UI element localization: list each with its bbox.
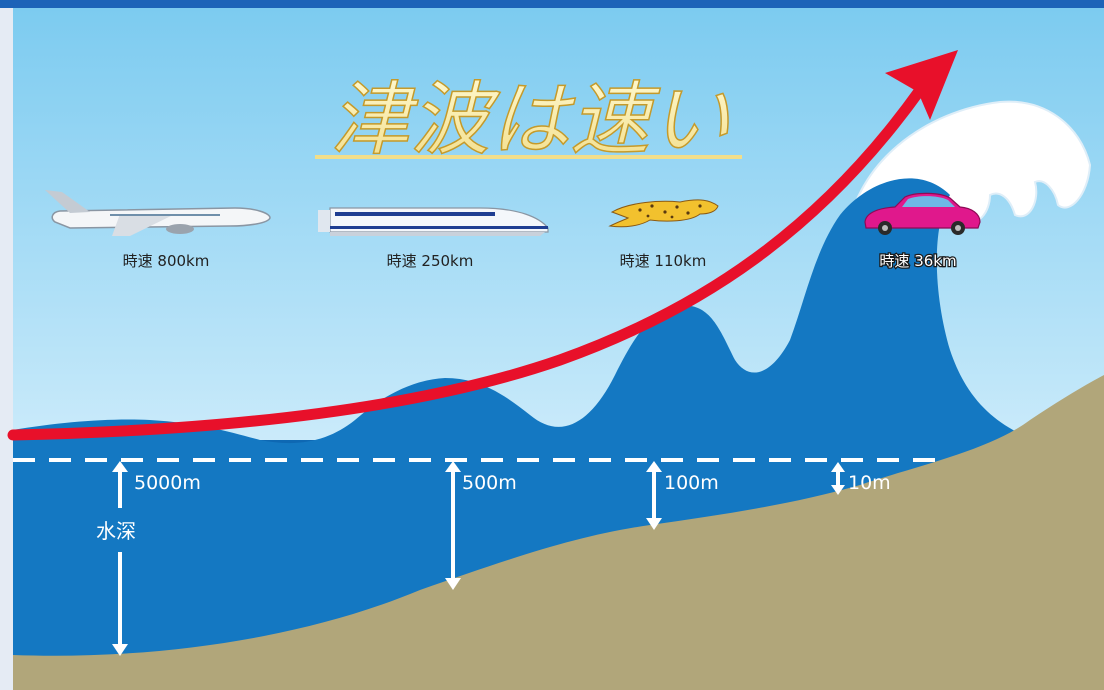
depth-arrow-500 <box>445 461 461 590</box>
speed-label-train: 時速 250km <box>387 252 474 270</box>
seabed <box>13 375 1104 690</box>
depth-label-10: 10m <box>848 472 891 494</box>
title-group: 津波は速い <box>315 72 742 167</box>
cheetah-icon <box>608 199 719 228</box>
speed-arrow <box>7 84 926 441</box>
water-depth-label: 水深 <box>96 519 136 543</box>
depth-arrow-5000 <box>112 461 128 656</box>
depth-label-100: 100m <box>664 472 719 494</box>
depth-label-500: 500m <box>462 472 517 494</box>
airplane-icon <box>45 190 271 236</box>
speed-label-cheetah: 時速 110km <box>620 252 707 270</box>
bullet-train-icon <box>318 207 549 236</box>
title: 津波は速い <box>330 73 730 166</box>
depth-arrow-100 <box>646 461 662 530</box>
depth-arrow-10 <box>831 462 845 495</box>
depth-label-5000: 5000m <box>134 472 201 494</box>
window-left-strip <box>0 8 13 690</box>
speed-arrowhead <box>885 50 958 120</box>
car-icon <box>864 192 981 235</box>
speed-label-car: 時速 36km <box>879 252 956 270</box>
window-top-bar <box>0 0 1104 8</box>
speed-label-plane: 時速 800km <box>123 252 210 270</box>
